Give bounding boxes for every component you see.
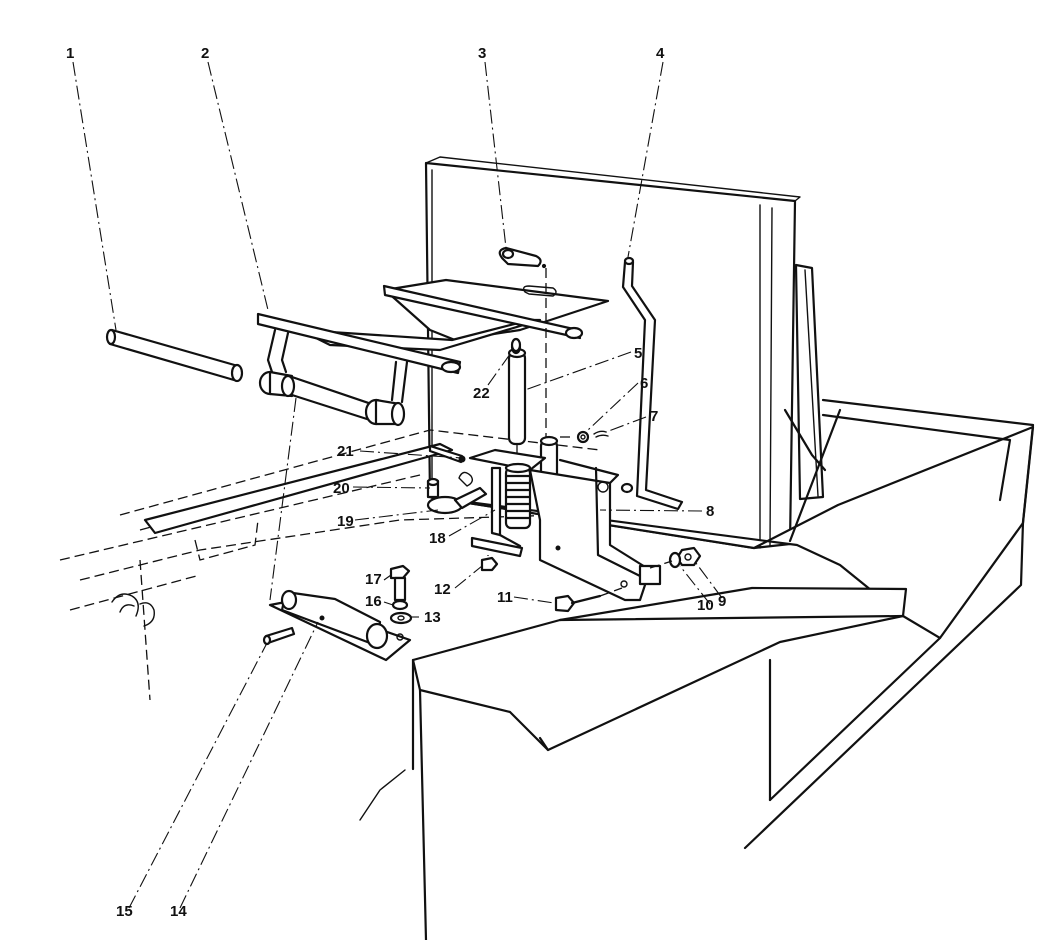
callout-21: 21 [337,443,354,460]
part-7-cotter-pin [593,430,609,438]
callout-7: 7 [650,408,658,425]
part-6-washer [560,430,590,444]
part-19-block [426,486,488,515]
part-16-lockwasher [391,599,409,611]
part-2-arm-assembly [256,278,610,427]
part-17-bolt [389,564,411,602]
callout-20: 20 [333,480,350,497]
part-20-screw [426,471,474,499]
callout-19: 19 [337,513,354,530]
callout-13: 13 [424,609,441,626]
part-4-bent-rod [620,256,684,511]
callout-4: 4 [656,45,665,62]
callout-3: 3 [478,45,486,62]
callout-12: 12 [434,581,451,598]
base-tray [359,398,1035,940]
callout-11: 11 [497,589,513,606]
callout-15: 15 [116,903,133,920]
callout-16: 16 [365,593,382,610]
right-frame-post [783,263,827,501]
callout-14: 14 [170,903,187,920]
part-21-pin [428,444,466,464]
leader-lines [72,61,723,909]
callout-10: 10 [697,597,714,614]
callout-5: 5 [634,345,642,362]
callout-labels: 1 2 3 4 5 6 7 8 9 10 11 12 13 14 15 16 1… [66,45,726,920]
callout-8: 8 [706,503,714,520]
part-18-spring-bracket [468,448,547,558]
part-11-bolt [554,587,623,613]
spring-coils [504,462,532,530]
part-3-clip [498,246,557,297]
callout-22: 22 [473,385,490,402]
part-15-pin [262,626,296,646]
callout-18: 18 [429,530,446,547]
callout-17: 17 [365,571,382,588]
part-8-bracket [528,458,662,602]
callout-1: 1 [66,45,74,62]
part-5-pin [507,339,527,465]
callout-2: 2 [201,45,209,62]
part-1-rod [105,328,244,383]
part-13-washer [389,611,413,625]
callout-9: 9 [718,593,726,610]
part-10-washer [649,551,682,569]
part-14-hinge [268,589,412,662]
callout-6: 6 [640,375,648,392]
part-22-rivet [510,337,522,353]
